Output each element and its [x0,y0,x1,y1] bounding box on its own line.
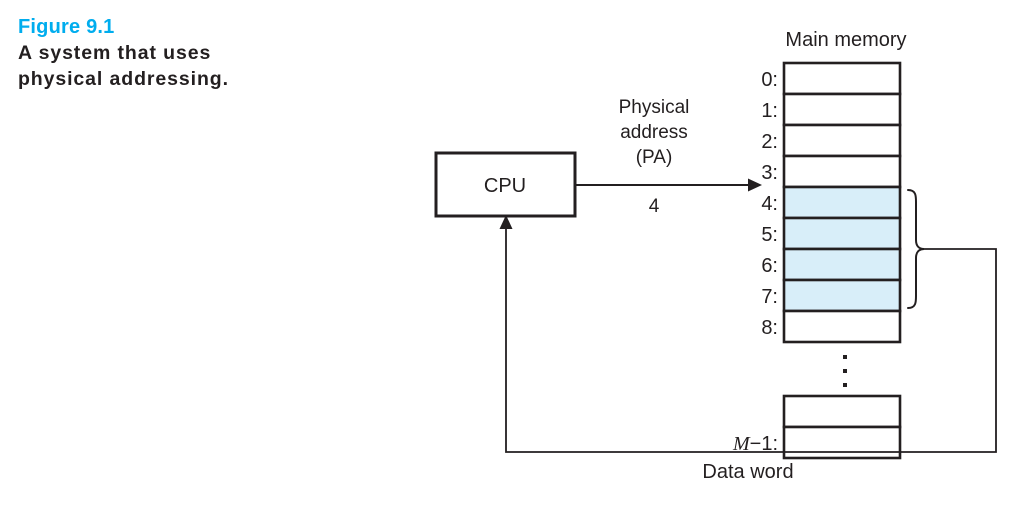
physical-address-label-line1: Physical [619,97,690,118]
memory-cell-second-to-last [782,394,902,429]
physical-address-arrow [576,178,762,192]
memory-cell-last [782,425,902,460]
memory-address-1: 1: [761,100,778,122]
memory-address-4: 4: [761,193,778,215]
memory-ellipsis-icon [843,355,847,387]
memory-address-0: 0: [761,69,778,91]
memory-address-last-m: M [732,433,751,455]
memory-cell-1 [782,92,902,127]
data-word-return-path [499,215,997,453]
highlighted-range-brace [907,189,925,309]
memory-cell-list: 0: 1: 2: 3: 4: 5: 6: 7: 8: [761,61,902,344]
memory-address-3: 3: [761,162,778,184]
memory-cell-3 [782,154,902,189]
memory-cell-6-highlighted [782,247,902,282]
main-memory-title: Main memory [785,29,906,51]
physical-address-label-line2: address [620,122,688,143]
cpu-box [434,151,577,218]
memory-address-8: 8: [761,317,778,339]
physical-address-value: 4 [649,196,660,217]
memory-cell-4-highlighted [782,185,902,220]
memory-address-last: M−1: [732,433,778,455]
memory-address-7: 7: [761,286,778,308]
memory-address-last-suffix: −1: [750,433,778,455]
physical-address-label-line3: (PA) [636,147,673,168]
memory-address-6: 6: [761,255,778,277]
memory-cell-5-highlighted [782,216,902,251]
figure-caption-text: A system that uses physical addressing. [18,42,229,90]
data-word-label: Data word [702,461,793,483]
memory-cell-8 [782,309,902,344]
memory-address-5: 5: [761,224,778,246]
figure-caption: Figure 9.1 A system that uses physical a… [18,14,318,92]
memory-cell-2 [782,123,902,158]
figure-number: Figure 9.1 [18,16,115,38]
cpu-label: CPU [484,175,526,197]
memory-cell-7-highlighted [782,278,902,313]
memory-cell-0 [782,61,902,96]
memory-address-2: 2: [761,131,778,153]
